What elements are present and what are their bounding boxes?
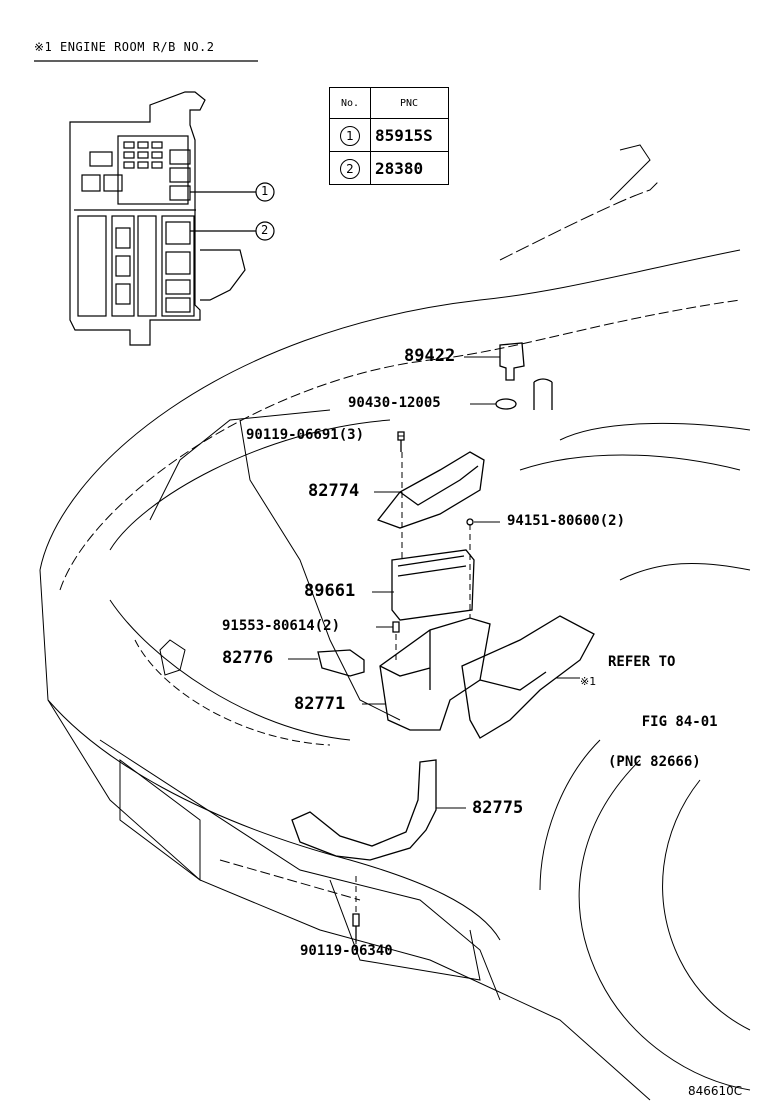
reference-note: REFER TO ※1 FIG 84-01 (PNC 82666) bbox=[580, 652, 718, 772]
row-number: 1 bbox=[340, 125, 360, 146]
part-label-82775: 82775 bbox=[472, 798, 524, 818]
part-label-82774: 82774 bbox=[308, 481, 360, 501]
part-label-82771: 82771 bbox=[294, 694, 346, 714]
part-label-89661: 89661 bbox=[304, 581, 356, 601]
figure-code: 846610C bbox=[688, 1084, 743, 1098]
col-pnc-header: PNC bbox=[370, 87, 449, 119]
leader-lines bbox=[288, 356, 580, 944]
reference-mark: ※1 bbox=[580, 675, 597, 688]
pnc-table: No. PNC 1 85915S 2 28380 bbox=[329, 87, 449, 185]
reference-line-3: (PNC 82666) bbox=[608, 754, 701, 770]
diagram-title: ※1 ENGINE ROOM R/B NO.2 bbox=[34, 40, 215, 54]
col-no-header: No. bbox=[329, 87, 371, 119]
table-row: 2 28380 bbox=[329, 151, 449, 185]
row-pnc: 85915S bbox=[370, 118, 449, 152]
table-row: 1 85915S bbox=[329, 118, 449, 152]
relay-box-drawing bbox=[69, 91, 275, 346]
part-label-82776: 82776 bbox=[222, 648, 274, 668]
part-label-90119-06691: 90119-06691(3) bbox=[246, 427, 365, 443]
pnc-table-header: No. PNC bbox=[329, 87, 449, 119]
reference-line-2: FIG 84-01 bbox=[641, 714, 718, 730]
row-number: 2 bbox=[340, 158, 360, 179]
part-label-89422: 89422 bbox=[404, 346, 456, 366]
part-label-91553-80614: 91553-80614(2) bbox=[222, 618, 341, 634]
part-label-94151-80600: 94151-80600(2) bbox=[507, 513, 626, 529]
vehicle-outline bbox=[39, 144, 751, 1101]
row-pnc: 28380 bbox=[370, 151, 449, 185]
reference-line-1: REFER TO bbox=[608, 654, 676, 670]
part-label-90119-06340: 90119-06340 bbox=[300, 943, 393, 959]
callout-2: 2 bbox=[261, 223, 269, 237]
callout-1: 1 bbox=[261, 184, 269, 198]
part-label-90430-12005: 90430-12005 bbox=[348, 395, 441, 411]
parts-drawing bbox=[291, 342, 595, 942]
